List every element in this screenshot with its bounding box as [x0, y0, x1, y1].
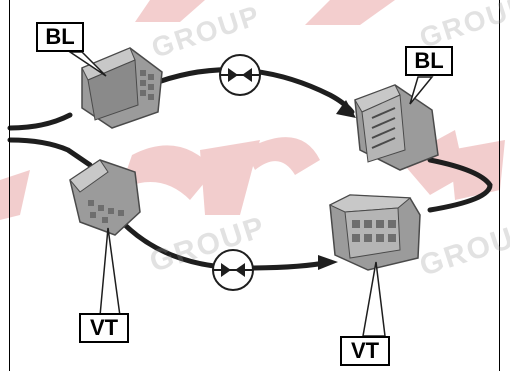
label-vt-left: VT [79, 313, 129, 343]
connector-bl-left [81, 47, 163, 129]
label-bl-left: BL [36, 22, 84, 52]
leader-vt-right [362, 261, 386, 337]
wire-right-return [427, 157, 493, 213]
wire-trunk-left-lower [7, 137, 93, 168]
connector-bl-right [354, 84, 439, 171]
wire-arrowheads [318, 100, 356, 270]
leader-vt-left [99, 227, 121, 317]
label-bl-right: BL [405, 46, 453, 76]
leader-bl-right [409, 76, 434, 105]
connector-vt-left [69, 159, 141, 236]
wire-trunk-left [7, 112, 73, 131]
connector-symbol-bottom [212, 249, 254, 291]
connector-symbol-top [219, 54, 261, 96]
connector-vt-right [328, 194, 421, 271]
label-vt-right: VT [340, 336, 390, 366]
leader-bl-left [67, 51, 107, 77]
callout-leaders [67, 51, 434, 337]
